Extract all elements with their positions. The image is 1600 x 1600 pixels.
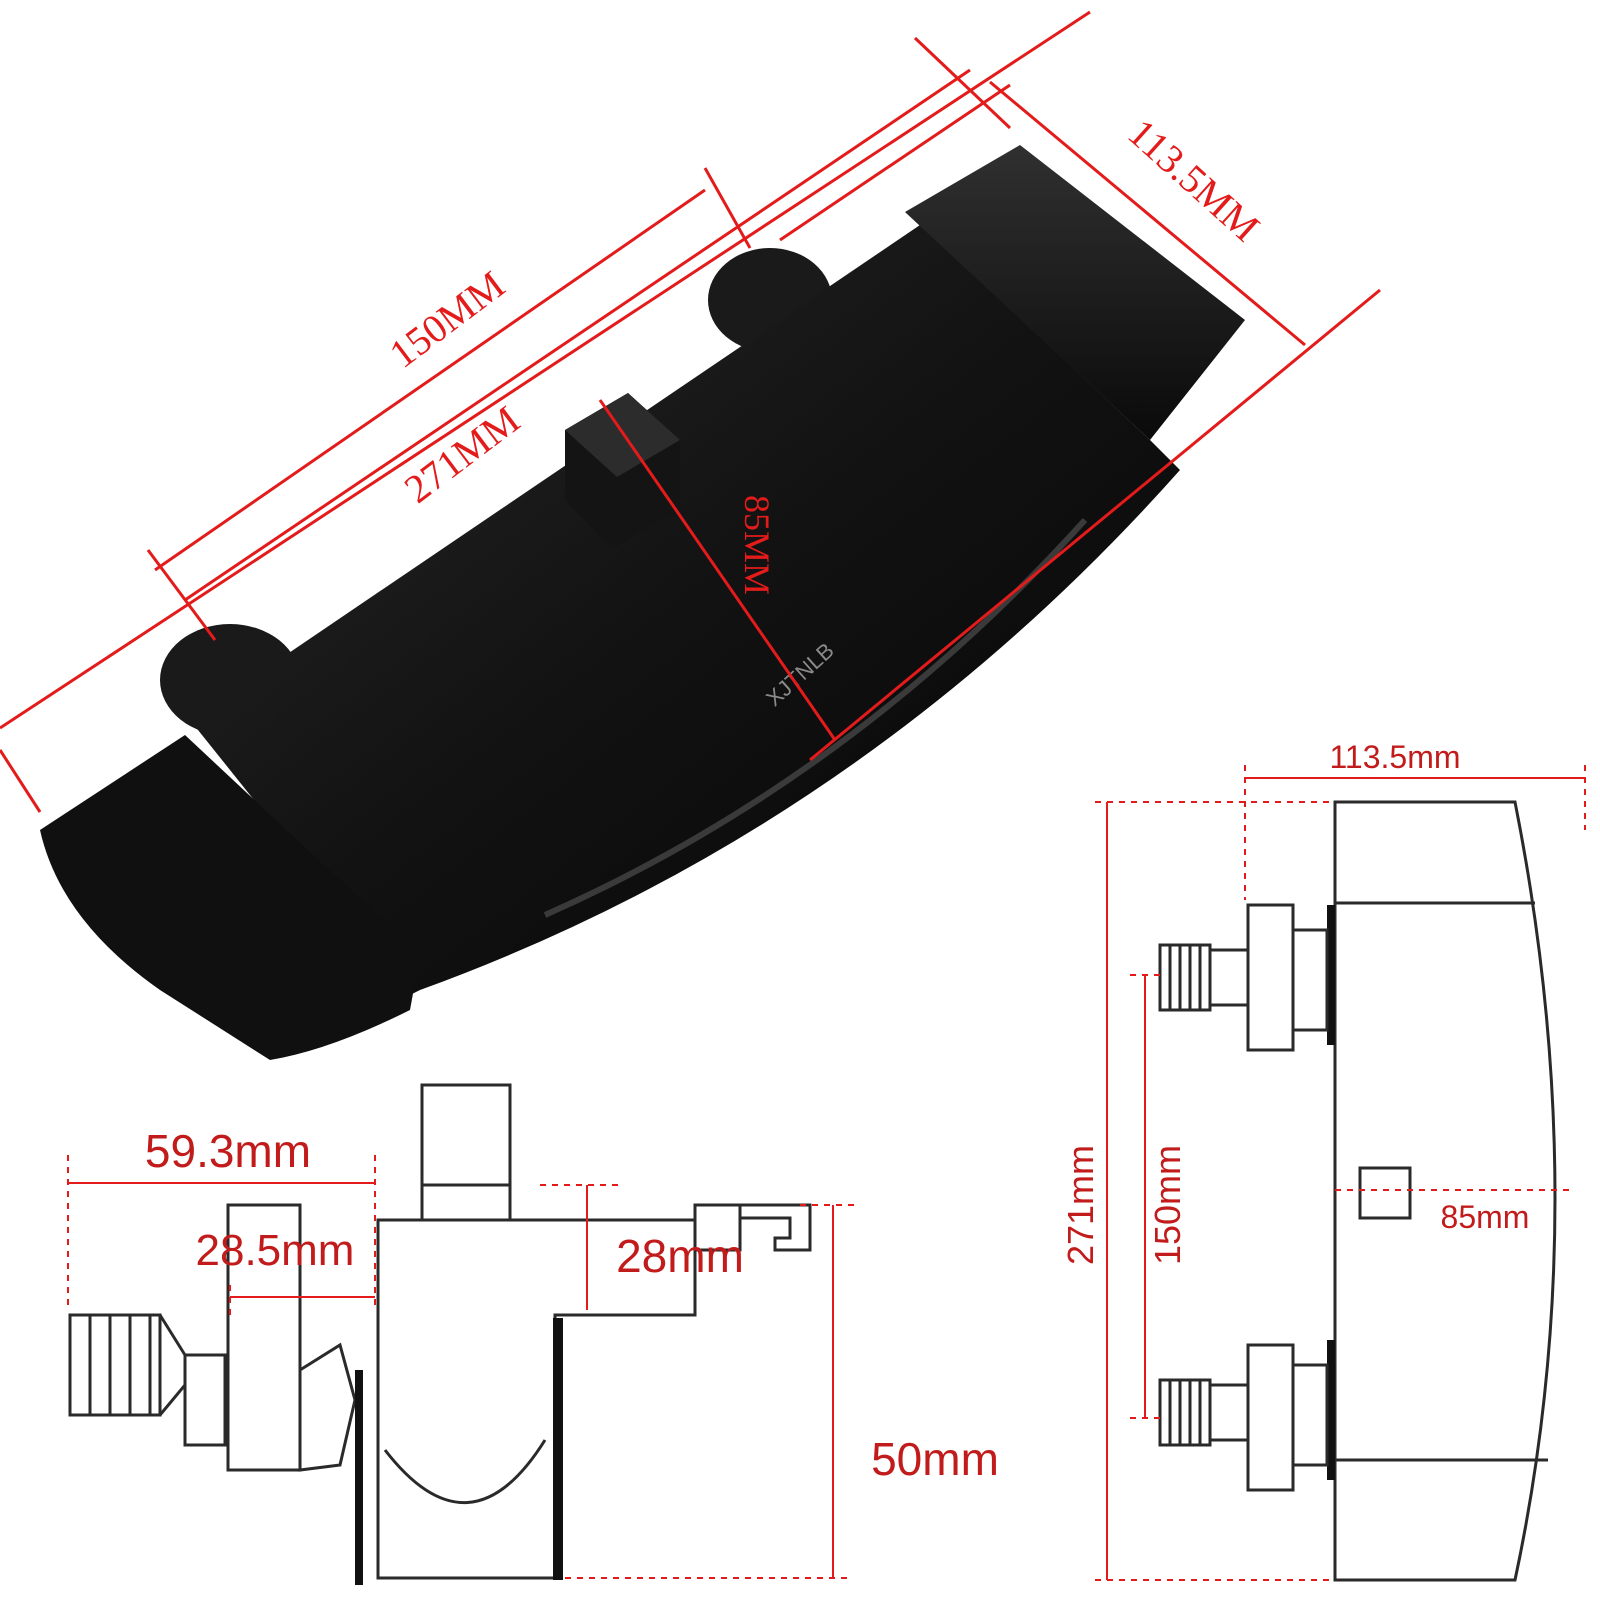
dim-label-113-5mm: 113.5MM xyxy=(1120,110,1269,250)
faucet-body xyxy=(190,225,1180,995)
faucet-right-end xyxy=(905,145,1245,440)
faucet-left-end xyxy=(40,735,420,1060)
photo-dimensions xyxy=(0,10,1381,813)
dim-label-150mm: 150MM xyxy=(381,262,513,377)
dim-label-front-113-5mm: 113.5mm xyxy=(1329,739,1460,775)
front-view-dimensions xyxy=(1095,765,1586,1581)
dim-label-150mm-front: 150mm xyxy=(1147,1145,1188,1265)
dim-label-85mm: 85MM xyxy=(737,495,777,595)
product-photo: XJTNLB xyxy=(40,145,1245,1060)
side-view-drawing xyxy=(68,1083,812,1585)
side-view-dimensions xyxy=(67,1155,860,1579)
dim-label-59-3mm: 59.3mm xyxy=(145,1125,311,1177)
dim-label-28-5mm: 28.5mm xyxy=(196,1226,355,1275)
dim-label-50mm: 50mm xyxy=(871,1433,999,1485)
dim-label-28mm: 28mm xyxy=(616,1230,744,1282)
dim-label-271mm-front: 271mm xyxy=(1060,1145,1101,1265)
dim-label-85mm-front: 85mm xyxy=(1441,1199,1530,1235)
